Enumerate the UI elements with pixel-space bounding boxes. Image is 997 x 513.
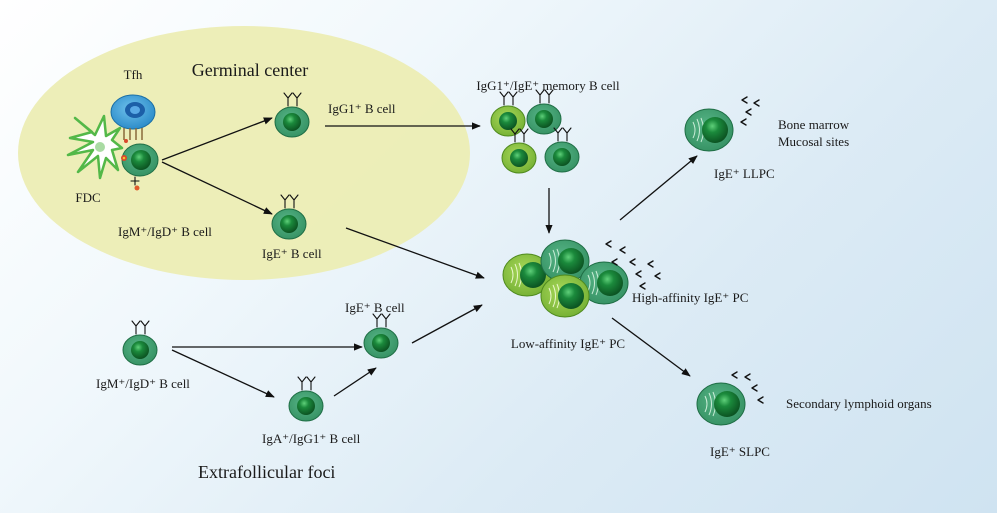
tfh-cell <box>110 94 156 143</box>
iga-b-cell-label: IgA⁺/IgG1⁺ B cell <box>262 431 361 446</box>
slpc-cell <box>696 382 746 426</box>
naive-b-cell-gc <box>121 143 159 191</box>
bone-marrow-label: Bone marrow <box>778 117 850 132</box>
arrow-naive-to-igg1 <box>161 117 273 161</box>
secondary-lymphoid-label: Secondary lymphoid organs <box>786 396 932 411</box>
ige-b-cell-ef-label: IgE⁺ B cell <box>345 300 405 315</box>
extrafollicular-label: Extrafollicular foci <box>198 462 335 482</box>
fdc-label: FDC <box>75 190 100 205</box>
naive-b-cell-gc-label: IgM⁺/IgD⁺ B cell <box>118 224 212 239</box>
naive-b-cell-ef-label: IgM⁺/IgD⁺ B cell <box>96 376 190 391</box>
ige-b-cell-ef <box>363 313 399 359</box>
germinal-center-region <box>18 26 470 280</box>
arrow-ige-gc-to-pc <box>345 227 485 279</box>
arrow-naive-to-iga <box>171 349 275 398</box>
naive-b-cell-ef <box>122 320 158 366</box>
iga-b-cell <box>288 376 324 422</box>
arrow-ige-ef-to-pc <box>411 304 483 344</box>
high-affinity-pc-label: High-affinity IgE⁺ PC <box>632 290 748 305</box>
llpc-label: IgE⁺ LLPC <box>714 166 775 181</box>
slpc-label: IgE⁺ SLPC <box>710 444 770 459</box>
germinal-center-label: Germinal center <box>192 60 308 80</box>
memory-b-cells <box>490 89 580 174</box>
arrow-pc-to-llpc <box>619 155 698 221</box>
llpc-antibodies <box>740 96 760 126</box>
arrow-naive-to-ige-gc <box>161 161 273 215</box>
tfh-label: Tfh <box>124 67 143 82</box>
llpc-cell <box>684 108 734 152</box>
arrow-iga-to-ige-ef <box>333 367 377 397</box>
fdc-cell <box>66 114 124 180</box>
arrow-pc-to-slpc <box>611 317 691 377</box>
ige-b-cell-gc-label: IgE⁺ B cell <box>262 246 322 261</box>
low-affinity-pc-label: Low-affinity IgE⁺ PC <box>511 336 625 351</box>
mucosal-sites-label: Mucosal sites <box>778 134 849 149</box>
memory-b-cell-label: IgG1⁺/IgE⁺ memory B cell <box>476 78 620 93</box>
igg1-b-cell-label: IgG1⁺ B cell <box>328 101 396 116</box>
plasma-cell-cluster <box>502 239 629 318</box>
